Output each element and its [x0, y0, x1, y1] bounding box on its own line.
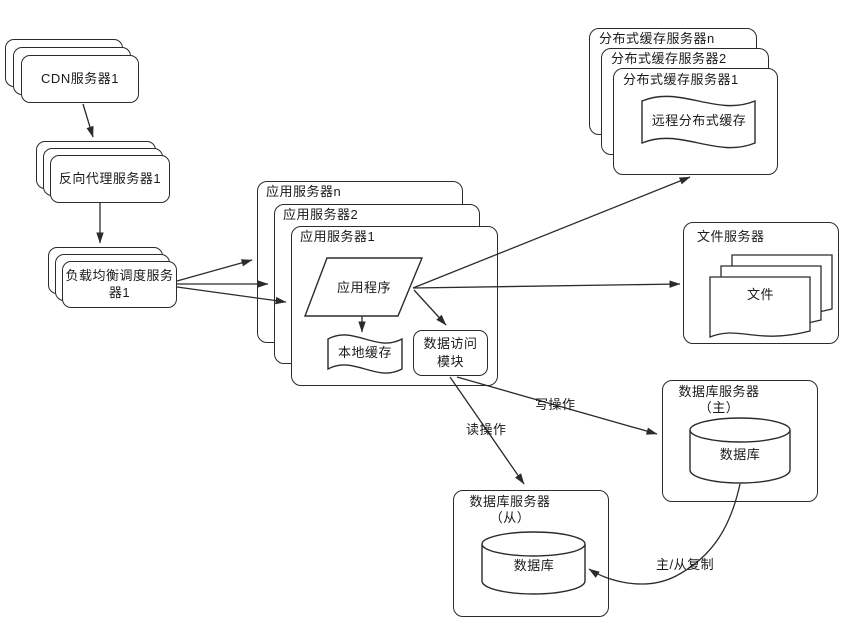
- cdn-box-front: [21, 55, 139, 103]
- db-master-db-label: 数据库: [719, 447, 761, 463]
- cdn-server-label: CDN服务器1: [41, 70, 119, 86]
- dist-cache-n-label: 分布式缓存服务器n: [599, 31, 715, 46]
- file-server-label: 文件服务器: [697, 229, 765, 244]
- arrow-cdn-to-reverse-proxy: [82, 103, 94, 138]
- remote-cache-label: 远程分布式缓存: [651, 113, 747, 129]
- application-label: 应用程序: [336, 280, 391, 296]
- data-access-module-box: 数据访问 模块: [413, 330, 488, 376]
- replication-label: 主/从复制: [656, 557, 715, 572]
- db-slave-title: 数据库服务器: [469, 493, 551, 509]
- reverse-proxy-label: 反向代理服务器1: [58, 170, 162, 186]
- app-server-1-label: 应用服务器1: [300, 229, 376, 244]
- data-access-module-label-line2: 模块: [436, 354, 464, 369]
- read-operation-label: 读操作: [466, 422, 507, 437]
- db-master-role: （主）: [698, 399, 740, 415]
- app-server-n-label: 应用服务器n: [266, 184, 342, 199]
- db-slave-role: （从）: [489, 509, 531, 525]
- arrow-load-balancer-to-app-n: [176, 259, 253, 282]
- files-label: 文件: [746, 287, 774, 303]
- db-slave-db-label: 数据库: [513, 558, 555, 574]
- dist-cache-1-label: 分布式缓存服务器1: [623, 72, 739, 87]
- data-access-module-label-line1: 数据访问: [423, 336, 478, 352]
- load-balancer-box-front: [62, 261, 177, 308]
- db-master-title: 数据库服务器: [678, 383, 760, 399]
- write-operation-label: 写操作: [535, 397, 576, 412]
- dist-cache-2-label: 分布式缓存服务器2: [611, 51, 727, 66]
- app-server-2-label: 应用服务器2: [283, 207, 359, 222]
- reverse-proxy-box-front: [50, 155, 170, 203]
- load-balancer-label: 负载均衡调度服务器1: [65, 267, 174, 300]
- local-cache-label: 本地缓存: [337, 345, 392, 361]
